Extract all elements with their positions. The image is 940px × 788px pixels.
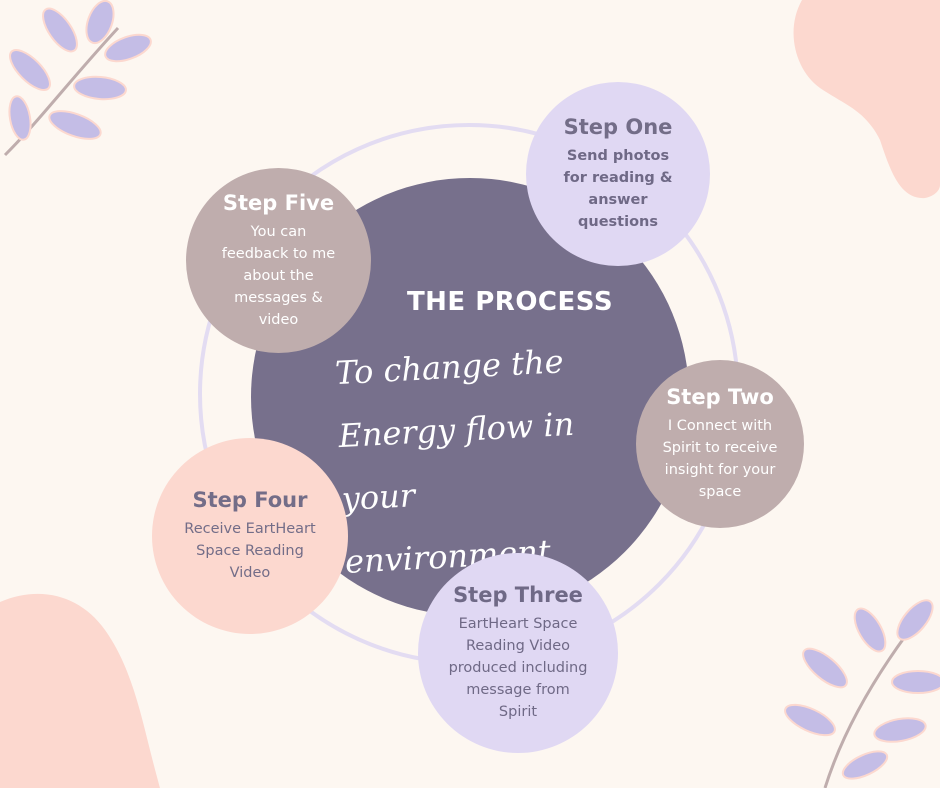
step-description: Send photos for reading & answer questio…: [563, 148, 673, 230]
leaf-branch-bottom-right-icon: [784, 599, 940, 788]
step-description: You can feedback to me about the message…: [221, 223, 336, 328]
step-description: EartHeart Space Reading Video produced i…: [448, 616, 588, 720]
step-title: Step Two: [666, 385, 774, 409]
leaf-branch-top-left-icon: [3, 0, 152, 157]
step-five-circle: Step Five You can feedback to me about t…: [186, 168, 371, 353]
step-title: Step Five: [222, 190, 335, 215]
step-description: I Connect with Spirit to receive insight…: [662, 418, 778, 500]
process-subtitle: To change the Energy flow in your enviro…: [334, 328, 617, 594]
step-two-circle: Step Two I Connect with Spirit to receiv…: [636, 360, 804, 528]
peach-blob-top-right: [793, 0, 940, 199]
process-title: THE PROCESS: [406, 287, 614, 317]
step-four-circle: Step Four Receive EartHeart Space Readin…: [152, 438, 348, 634]
peach-blob-bottom-left: [0, 593, 160, 788]
step-three-circle: Step Three EartHeart Space Reading Video…: [418, 553, 618, 753]
step-title: Step Three: [453, 583, 583, 607]
step-title: Step Four: [192, 488, 308, 512]
step-description: Receive EartHeart Space Reading Video: [184, 521, 316, 581]
step-one-circle: Step One Send photos for reading & answe…: [526, 82, 710, 266]
step-title: Step One: [563, 115, 673, 139]
